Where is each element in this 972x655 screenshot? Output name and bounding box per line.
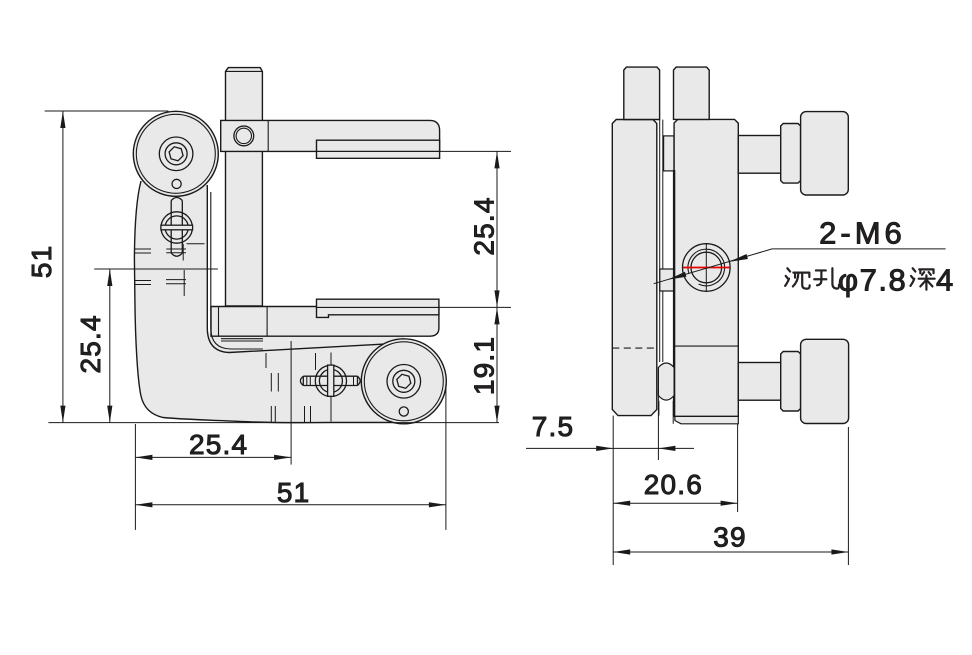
- svg-text:19.1: 19.1: [469, 336, 500, 395]
- svg-text:25.4: 25.4: [75, 314, 106, 373]
- svg-text:25.4: 25.4: [189, 429, 248, 460]
- svg-text:φ7.8: φ7.8: [838, 263, 907, 298]
- svg-text:51: 51: [277, 477, 311, 508]
- svg-text:4: 4: [936, 263, 953, 298]
- svg-text:7.5: 7.5: [532, 411, 575, 442]
- svg-text:25.4: 25.4: [469, 196, 500, 255]
- svg-text:20.6: 20.6: [644, 469, 703, 500]
- svg-text:39: 39: [713, 522, 747, 553]
- svg-text:2-M6: 2-M6: [819, 215, 906, 250]
- svg-text:51: 51: [26, 245, 57, 279]
